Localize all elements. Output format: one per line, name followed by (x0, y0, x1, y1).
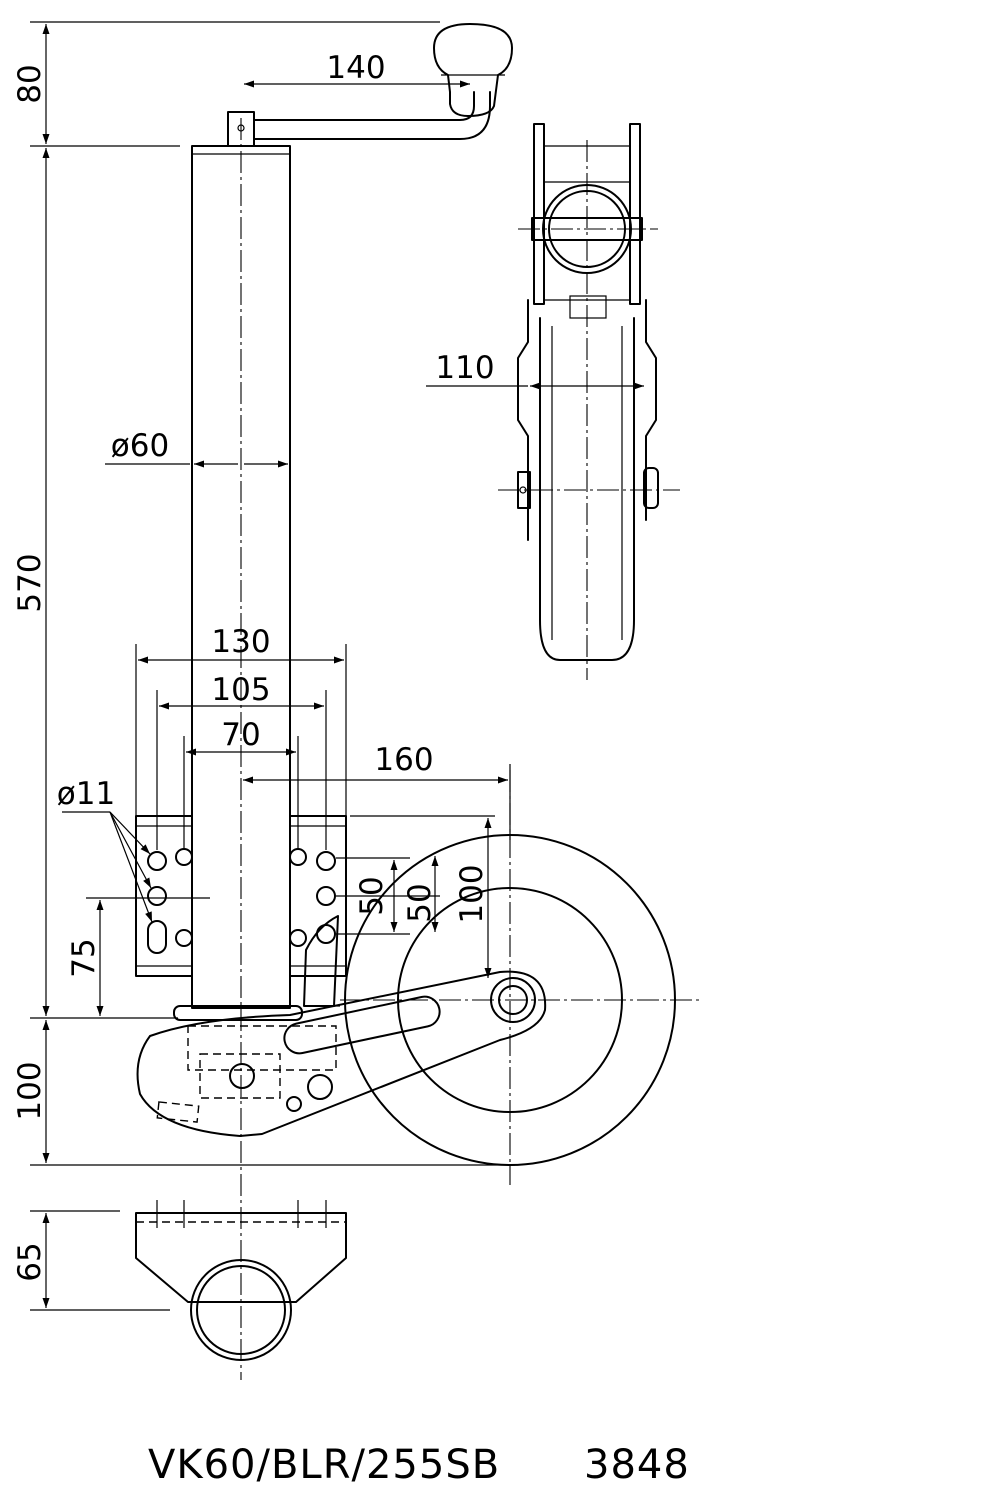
dim-hole-pitch-a: 50 (354, 876, 390, 915)
dim-plate-inner: 70 (221, 717, 260, 753)
dim-wheel-offset: 160 (374, 742, 433, 778)
dim-plate-bottom: 75 (66, 938, 102, 977)
model-code: VK60/BLR/255SB (148, 1442, 500, 1488)
dimension-lines (30, 21, 644, 1311)
dim-crank-height: 80 (12, 64, 48, 103)
dim-tube-diameter: ø60 (111, 428, 169, 464)
dim-foot-height: 100 (12, 1061, 48, 1120)
dim-wheel-axle: 100 (454, 864, 490, 923)
swing-arm (136, 915, 547, 1137)
crank-handle (227, 23, 513, 147)
dim-hole-diameter: ø11 (57, 776, 115, 812)
dim-clamp-height: 65 (12, 1242, 48, 1281)
dim-front-width: 110 (435, 350, 494, 386)
dim-plate-outer: 130 (211, 624, 270, 660)
front-view (498, 123, 680, 680)
title-block: VK60/BLR/255SB 3848 (148, 1442, 690, 1488)
wheel (340, 770, 700, 1185)
dim-crank-reach: 140 (326, 50, 385, 86)
dim-tube-height: 570 (12, 553, 48, 612)
dim-plate-mid: 105 (211, 672, 270, 708)
dim-hole-pitch-b: 50 (402, 883, 438, 922)
drawing-number: 3848 (584, 1442, 690, 1488)
clamp-bottom-view (135, 1200, 347, 1361)
dimension-labels: 80 570 100 65 75 140 ø60 110 130 105 70 … (12, 50, 495, 1282)
